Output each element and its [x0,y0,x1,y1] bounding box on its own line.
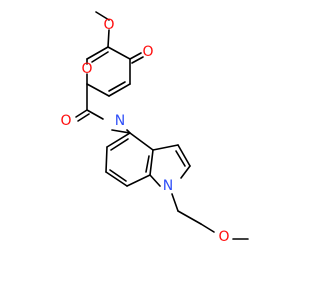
bond [111,129,131,134]
bond [86,109,104,120]
svg-text:O: O [103,17,114,33]
atom-o-keto: O [142,44,153,60]
bond [177,144,191,167]
atom-o-ring: O [81,61,92,77]
atom-o-methoxyethyl: O [218,229,229,245]
bonds [75,11,249,240]
bond [108,83,131,97]
svg-text:O: O [142,44,153,60]
svg-text:O: O [60,113,71,129]
svg-text:N: N [163,178,173,194]
bond [86,83,110,97]
atom-n-indole: N [163,178,173,194]
bond [171,193,179,212]
bond [145,155,150,173]
bond [177,210,202,225]
bond [105,171,128,187]
bond [129,132,154,151]
atom-labels: O O O O N N O [60,17,229,245]
svg-text:O: O [81,61,92,77]
atom-o-methoxy-pyranone: O [103,17,114,33]
bond [152,144,179,151]
bond [110,138,129,151]
bond [149,149,154,176]
bond [129,52,142,60]
atom-o-amide: O [60,113,71,129]
bond [105,146,108,173]
bond [200,223,215,233]
bond [107,46,131,60]
bond [109,169,127,182]
atom-n-amide: N [115,113,125,129]
bond [86,46,109,60]
bond [180,165,191,179]
bond [126,174,151,187]
bond [95,11,110,21]
bond [175,150,186,167]
bond [91,51,109,63]
bond [75,109,88,118]
bond [107,29,110,48]
bond [131,56,144,64]
svg-text:O: O [218,229,229,245]
molecule-diagram: O O O O N N O [60,11,249,245]
bond [149,174,161,187]
bond [77,113,90,122]
bond [108,81,126,92]
svg-text:N: N [115,113,125,129]
bond [106,132,131,148]
